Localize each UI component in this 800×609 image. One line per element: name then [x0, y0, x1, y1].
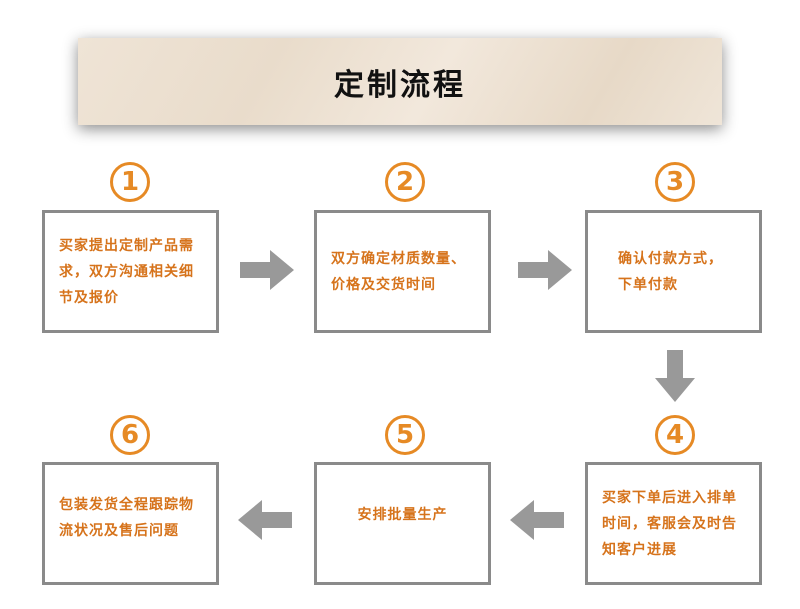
arrow-right-icon: [240, 250, 294, 290]
arrow-left-icon: [238, 500, 292, 540]
step-text: 双方确定材质数量、价格及交货时间: [331, 250, 466, 293]
step-text: 买家提出定制产品需求，双方沟通相关细节及报价: [59, 237, 194, 306]
arrow-left-icon: [510, 500, 564, 540]
title-banner: 定制流程: [78, 38, 722, 125]
page-title: 定制流程: [334, 67, 466, 103]
step-number-2: 2: [385, 162, 425, 202]
step-number-4: 4: [655, 415, 695, 455]
step-box-5: 安排批量生产: [314, 462, 491, 585]
step-number-3: 3: [655, 162, 695, 202]
arrow-down-icon: [655, 350, 695, 402]
step-number-5: 5: [385, 415, 425, 455]
step-text: 买家下单后进入排单时间，客服会及时告知客户进展: [602, 489, 737, 558]
step-box-1: 买家提出定制产品需求，双方沟通相关细节及报价: [42, 210, 219, 333]
step-box-2: 双方确定材质数量、价格及交货时间: [314, 210, 491, 333]
step-text: 确认付款方式，下单付款: [618, 250, 723, 293]
step-text: 包装发货全程跟踪物流状况及售后问题: [59, 496, 194, 539]
step-box-3: 确认付款方式，下单付款: [585, 210, 762, 333]
step-number-6: 6: [110, 415, 150, 455]
step-text: 安排批量生产: [357, 506, 448, 523]
step-box-4: 买家下单后进入排单时间，客服会及时告知客户进展: [585, 462, 762, 585]
arrow-right-icon: [518, 250, 572, 290]
step-number-1: 1: [110, 162, 150, 202]
step-box-6: 包装发货全程跟踪物流状况及售后问题: [42, 462, 219, 585]
